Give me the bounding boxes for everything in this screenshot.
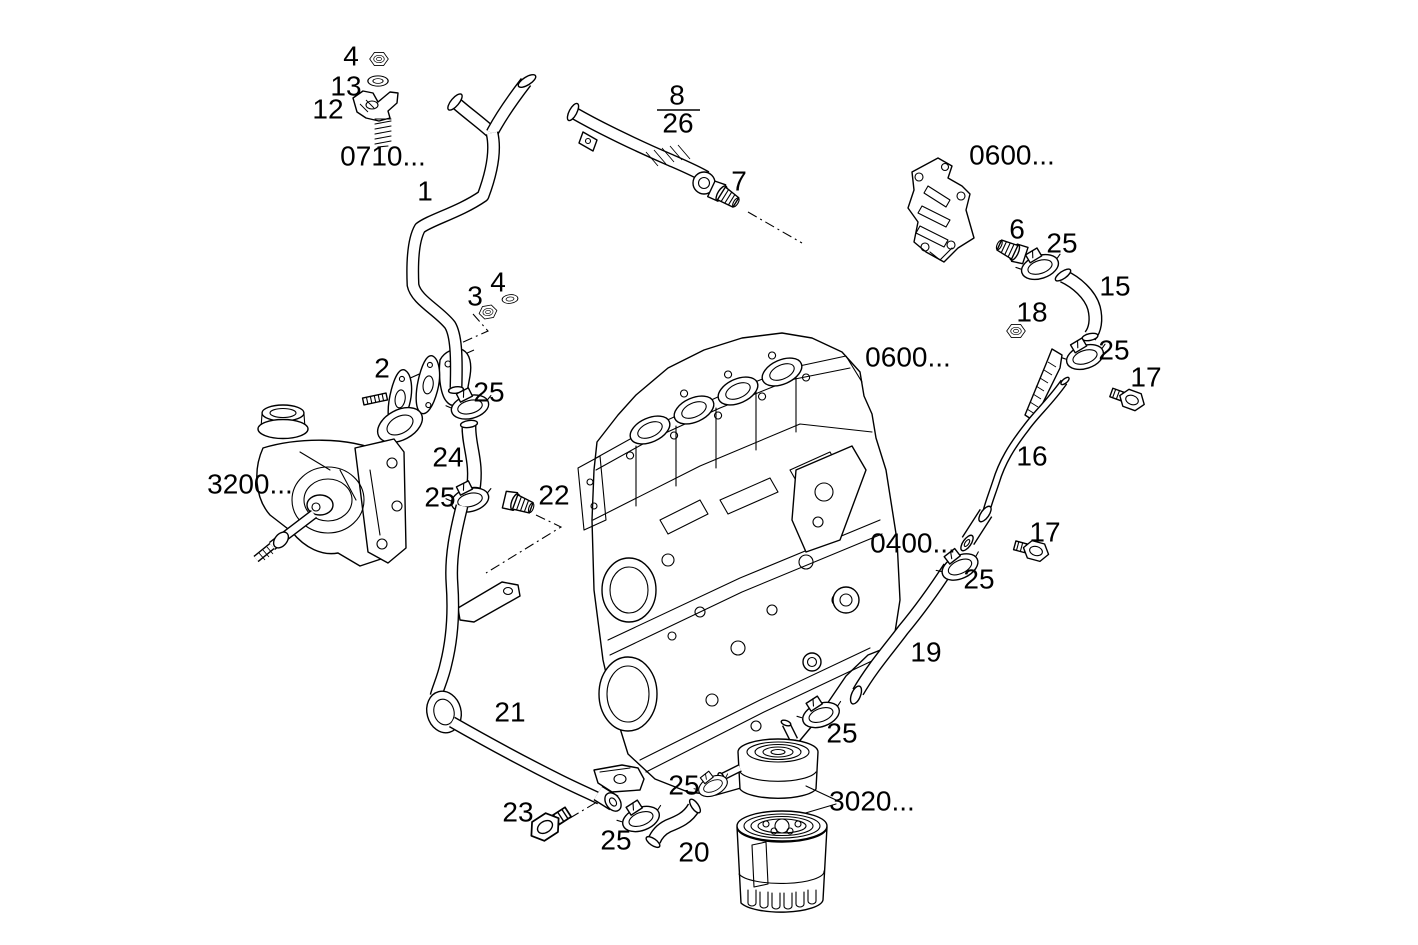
- water-pipe-1: [406, 74, 537, 395]
- pipe-21-bracket-arm: [457, 581, 521, 623]
- part-label-2: 2: [374, 352, 390, 383]
- pipe-inner: [720, 765, 742, 780]
- part-label-3020: 3020...: [829, 785, 915, 816]
- mounting-bracket-0600: [907, 157, 975, 263]
- part-label-17: 17: [1130, 361, 1161, 392]
- part-label-4: 4: [343, 40, 359, 71]
- pipe-inner: [1060, 270, 1101, 340]
- part-label-16: 16: [1016, 440, 1047, 471]
- part-label-3200: 3200...: [207, 468, 293, 499]
- pipe-inner: [983, 380, 1067, 514]
- part-label-17: 17: [1029, 516, 1060, 547]
- water-pump-3200: [253, 404, 424, 567]
- part-label-0600: 0600...: [969, 139, 1055, 170]
- part-label-25: 25: [600, 824, 631, 855]
- part-label-0710: 0710...: [340, 140, 426, 171]
- part-label-6: 6: [1009, 213, 1025, 244]
- part-label-22: 22: [538, 479, 569, 510]
- part-label-25: 25: [826, 717, 857, 748]
- engine-block-drawing: [577, 332, 901, 796]
- part-label-1: 1: [417, 175, 433, 206]
- part-label-23: 23: [502, 796, 533, 827]
- spring-stud-0710: [374, 118, 392, 148]
- pipe-inner: [449, 718, 603, 804]
- pipe-inner: [462, 424, 481, 492]
- part-label-25: 25: [424, 481, 455, 512]
- part-label-15: 15: [1099, 270, 1130, 301]
- water-pipe-21: [426, 504, 622, 812]
- part-label-21: 21: [494, 696, 525, 727]
- pipe-inner: [254, 543, 274, 562]
- water-pipe-8-26: [566, 102, 716, 195]
- pipe-inner: [783, 722, 797, 742]
- oil-cooler: [717, 719, 819, 799]
- part-label-8: 8: [669, 79, 685, 110]
- part-label-26: 26: [662, 107, 693, 138]
- part-label-18: 18: [1016, 296, 1047, 327]
- pipe-21-end-bracket: [593, 764, 645, 793]
- part-label-25: 25: [473, 376, 504, 407]
- washer-13: [367, 75, 389, 87]
- pipe-inner: [431, 504, 467, 698]
- part-label-25: 25: [1098, 334, 1129, 365]
- pipe-inner: [407, 131, 499, 389]
- pipe-inner: [853, 564, 954, 695]
- part-label-20: 20: [678, 836, 709, 867]
- nut-4: [369, 52, 389, 66]
- fitting-22: [499, 488, 538, 519]
- part-label-25: 25: [668, 769, 699, 800]
- stud-2: [361, 392, 389, 406]
- pipe-inner: [571, 108, 709, 182]
- part-label-0400: 0400...: [870, 527, 956, 558]
- part-label-12: 12: [312, 93, 343, 124]
- part-label-25: 25: [963, 563, 994, 594]
- part-label-24: 24: [432, 441, 463, 472]
- bracket-12: [352, 90, 399, 122]
- cylinder-head-ports: [629, 357, 803, 445]
- part-label-13: 13: [330, 70, 361, 101]
- hose-20: [645, 798, 702, 849]
- part-label-4: 4: [490, 266, 506, 297]
- part-label-0600: 0600...: [865, 341, 951, 372]
- part-label-3: 3: [467, 280, 483, 311]
- pipe-inner: [648, 804, 699, 844]
- hose-15: [1054, 268, 1103, 342]
- pipe-inner: [452, 99, 496, 137]
- part-label-7: 7: [731, 165, 747, 196]
- water-pipe-16: [960, 348, 1070, 552]
- pipe-inner: [487, 78, 531, 136]
- oil-filter: [736, 810, 828, 913]
- part-label-19: 19: [910, 636, 941, 667]
- part-label-25: 25: [1046, 227, 1077, 258]
